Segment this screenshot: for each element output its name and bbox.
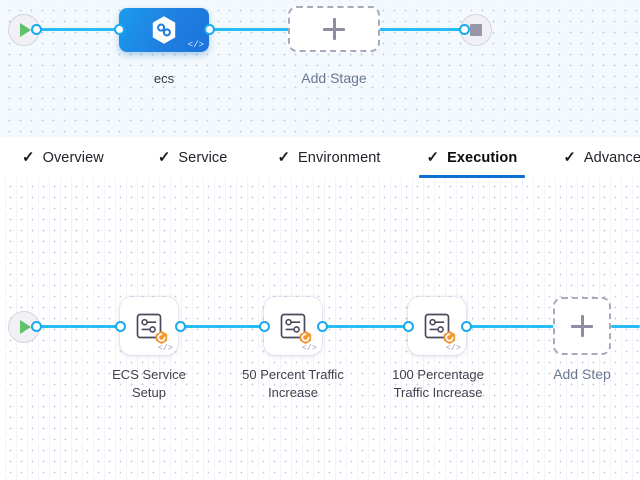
add-step-button[interactable]: [553, 297, 611, 355]
stage-port-start-out[interactable]: [31, 24, 42, 35]
tab-service[interactable]: ✓ Service: [144, 137, 242, 178]
aws-ecs-badge: [443, 331, 456, 344]
ecs-step-icon: [136, 313, 162, 339]
stage-connector-start-to-ecs: [34, 28, 130, 31]
step-label-ecs-service-setup: ECS Service Setup: [112, 367, 186, 400]
harness-hexagon-icon: [152, 16, 176, 44]
step-node-100-percentage-traffic-increase[interactable]: </>: [408, 297, 466, 355]
step-code-icon[interactable]: </>: [157, 343, 173, 353]
exec-port-step1-in[interactable]: [115, 321, 126, 332]
check-icon: ✓: [277, 149, 291, 166]
step-label-50-percent-traffic-increase: 50 Percent Traffic Increase: [242, 367, 344, 400]
tab-overview-label: Overview: [42, 149, 104, 166]
tab-overview[interactable]: ✓ Overview: [8, 137, 118, 178]
tab-advanced-label: Advanced: [583, 149, 640, 166]
add-stage-label: Add Stage: [301, 70, 367, 86]
tab-execution-label: Execution: [447, 149, 518, 166]
exec-connector-start-to-step1: [34, 325, 126, 328]
exec-port-step2-in[interactable]: [259, 321, 270, 332]
exec-port-step2-out[interactable]: [317, 321, 328, 332]
exec-port-step3-out[interactable]: [461, 321, 472, 332]
stage-node-ecs[interactable]: </>: [119, 8, 209, 52]
check-icon: ✓: [563, 149, 576, 166]
pipeline-start-node[interactable]: [8, 14, 40, 46]
exec-port-step3-in[interactable]: [403, 321, 414, 332]
add-stage-button[interactable]: [288, 6, 380, 52]
ecs-step-icon: [424, 313, 450, 339]
step-node-50-percent-traffic-increase[interactable]: </>: [264, 297, 322, 355]
stage-connector-add-to-end: [376, 28, 466, 31]
stage-port-end-in[interactable]: [459, 24, 470, 35]
tab-environment[interactable]: ✓ Environment: [263, 137, 394, 178]
stage-canvas[interactable]: </> ecs Add Stage: [0, 0, 640, 137]
stage-label-ecs: ecs: [153, 71, 175, 86]
exec-connector-step1-to-step2: [178, 325, 270, 328]
exec-port-start-out[interactable]: [31, 321, 42, 332]
check-icon: ✓: [426, 149, 440, 166]
stop-icon: [470, 24, 482, 36]
plus-icon: [571, 315, 593, 337]
tab-execution[interactable]: ✓ Execution: [413, 137, 532, 178]
step-node-ecs-service-setup[interactable]: </>: [120, 297, 178, 355]
tab-environment-label: Environment: [298, 149, 381, 166]
exec-connector-addstep-outgoing: [611, 325, 640, 328]
tab-advanced[interactable]: ✓ Advanced: [549, 137, 640, 178]
stage-port-ecs-in[interactable]: [114, 24, 125, 35]
add-step-label: Add Step: [553, 366, 611, 382]
stage-config-tabs[interactable]: ✓ Overview ✓ Service ✓ Environment ✓ Exe…: [0, 137, 640, 178]
exec-connector-step2-to-step3: [320, 325, 412, 328]
stage-code-icon[interactable]: </>: [187, 40, 204, 50]
check-icon: ✓: [22, 149, 35, 166]
plus-icon: [323, 18, 345, 40]
execution-canvas[interactable]: </> ECS Service Setup </> 50: [0, 178, 640, 480]
play-icon: [20, 23, 31, 37]
stage-connector-ecs-to-add: [207, 28, 295, 31]
step-code-icon[interactable]: </>: [445, 343, 461, 353]
step-code-icon[interactable]: </>: [301, 343, 317, 353]
exec-port-step1-out[interactable]: [175, 321, 186, 332]
aws-ecs-badge: [299, 331, 312, 344]
aws-ecs-badge: [155, 331, 168, 344]
stage-port-ecs-out[interactable]: [204, 24, 215, 35]
check-icon: ✓: [157, 149, 171, 166]
pipeline-end-node[interactable]: [460, 14, 492, 46]
ecs-step-icon: [280, 313, 306, 339]
play-icon: [20, 320, 31, 334]
step-label-100-percentage-traffic-increase: 100 Percentage Traffic Increase: [392, 367, 484, 400]
exec-connector-step3-to-addstep: [463, 325, 555, 328]
tab-service-label: Service: [178, 149, 228, 166]
